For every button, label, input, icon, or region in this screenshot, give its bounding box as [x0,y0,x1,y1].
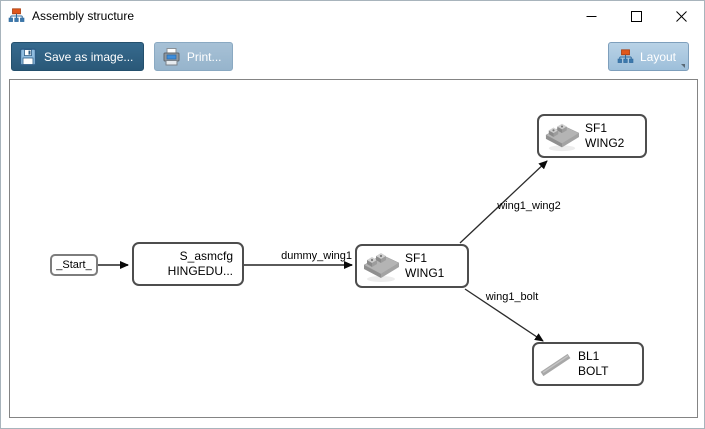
org-chart-icon [617,48,634,63]
node-bl1-bolt[interactable]: BL1 BOLT [532,342,644,386]
diagram-canvas: dummy_wing1 wing1_wing2 wing1_bolt _Star… [9,79,698,418]
window-title: Assembly structure [32,9,135,23]
save-as-image-label: Save as image... [44,49,134,64]
node-start[interactable]: _Start_ [50,254,98,276]
dropdown-caret-icon [681,64,685,68]
print-label: Print... [186,49,222,64]
minimize-button[interactable] [569,1,614,31]
node-bolt-line2: BOLT [578,364,609,378]
bolt-part-icon [540,353,571,377]
printer-icon [163,47,180,65]
floppy-disk-icon [19,47,37,66]
edge-label-dummy-wing1: dummy_wing1 [281,250,352,262]
caption-buttons [569,1,704,31]
layout-button[interactable]: Layout [607,42,689,71]
node-sf1-wing1[interactable]: SF1 WING1 [355,244,469,288]
node-s-asmcfg[interactable]: S_asmcfg HINGEDU... [132,242,244,286]
save-as-image-button[interactable]: Save as image... [11,42,145,71]
minimize-icon [586,15,597,17]
layout-label: Layout [639,49,676,64]
title-bar[interactable]: Assembly structure [1,1,704,31]
node-start-label: _Start_ [56,259,92,271]
hinge-part-icon [545,123,580,152]
edge-label-wing1-bolt: wing1_bolt [485,291,539,303]
close-button[interactable] [659,1,704,31]
node-asmcfg-line2: HINGEDU... [167,264,233,278]
node-bolt-line1: BL1 [578,349,600,363]
node-asmcfg-line1: S_asmcfg [179,249,233,263]
print-button[interactable]: Print... [153,42,233,71]
maximize-icon [631,10,642,22]
maximize-button[interactable] [614,1,659,31]
toolbar: Save as image... Print... Layout [1,31,704,79]
node-wing2-line1: SF1 [585,121,608,135]
close-icon [676,10,687,22]
node-wing2-line2: WING2 [585,136,625,150]
hinge-part-icon [363,253,400,282]
node-sf1-wing2[interactable]: SF1 WING2 [537,114,647,158]
edge-label-wing1-wing2: wing1_wing2 [497,200,561,212]
node-wing1-line2: WING1 [405,266,445,280]
node-wing1-line1: SF1 [405,251,428,265]
org-chart-icon [8,8,25,22]
